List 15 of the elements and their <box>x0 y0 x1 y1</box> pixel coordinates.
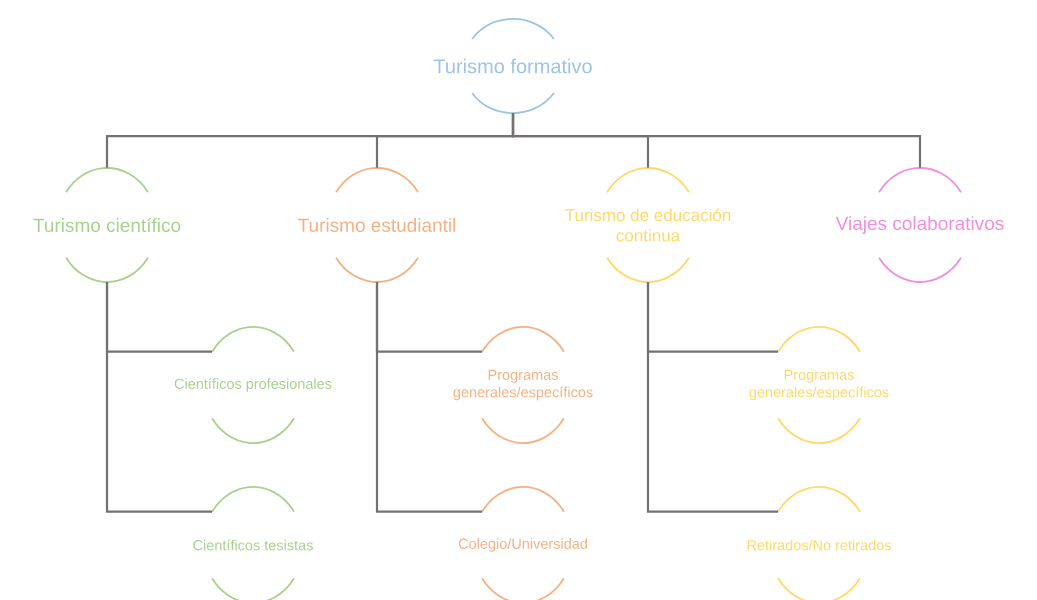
circle-node: Turismo científico <box>33 167 181 283</box>
connector-line <box>646 282 778 513</box>
connector-line <box>511 113 922 168</box>
connector-line <box>375 282 482 513</box>
circle-node: Viajes colaborativos <box>835 167 1004 283</box>
circle-node: Colegio/Universidad <box>458 486 587 600</box>
circle-node: Programas generales/específicos <box>453 326 593 444</box>
circle-node: Retirados/No retirados <box>747 486 891 600</box>
circle-node: Científicos tesistas <box>193 486 313 600</box>
circle-node: Turismo formativo <box>433 18 592 114</box>
circle-node: Turismo estudiantil <box>298 167 456 283</box>
circle-node: Programas generales/específicos <box>749 326 889 444</box>
circle-node: Científicos profesionales <box>174 326 332 444</box>
connector-line <box>105 282 212 513</box>
circle-node: Turismo de educación continua <box>565 167 731 283</box>
